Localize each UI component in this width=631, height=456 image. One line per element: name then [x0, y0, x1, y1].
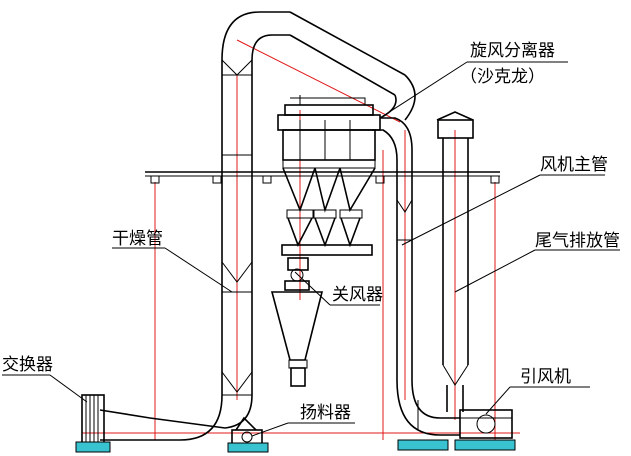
label-cyclone-separator: 旋风分离器 [470, 41, 555, 61]
cyclone-separator [277, 95, 381, 256]
label-induced-fan: 引风机 [520, 367, 571, 387]
fan-main-pipe [372, 117, 460, 436]
feeder [227, 416, 269, 453]
heat-exchanger [75, 394, 111, 453]
label-drying-pipe: 干燥管 [112, 229, 163, 249]
label-fan-main-pipe: 风机主管 [540, 155, 608, 175]
platform-beam [145, 171, 500, 184]
induced-fan [454, 409, 516, 451]
air-lock [270, 257, 324, 387]
drying-pipe [99, 11, 416, 441]
label-feeder: 扬料器 [300, 403, 351, 423]
label-cyclone-alias: （沙克龙） [460, 67, 545, 87]
label-air-lock: 关风器 [332, 285, 383, 305]
leader-lines [2, 61, 620, 437]
foundations [397, 439, 449, 451]
label-exhaust-pipe: 尾气排放管 [535, 231, 620, 251]
exhaust-pipe [436, 111, 474, 412]
label-heat-exchanger: 交换器 [2, 355, 53, 375]
centerlines [82, 39, 520, 440]
